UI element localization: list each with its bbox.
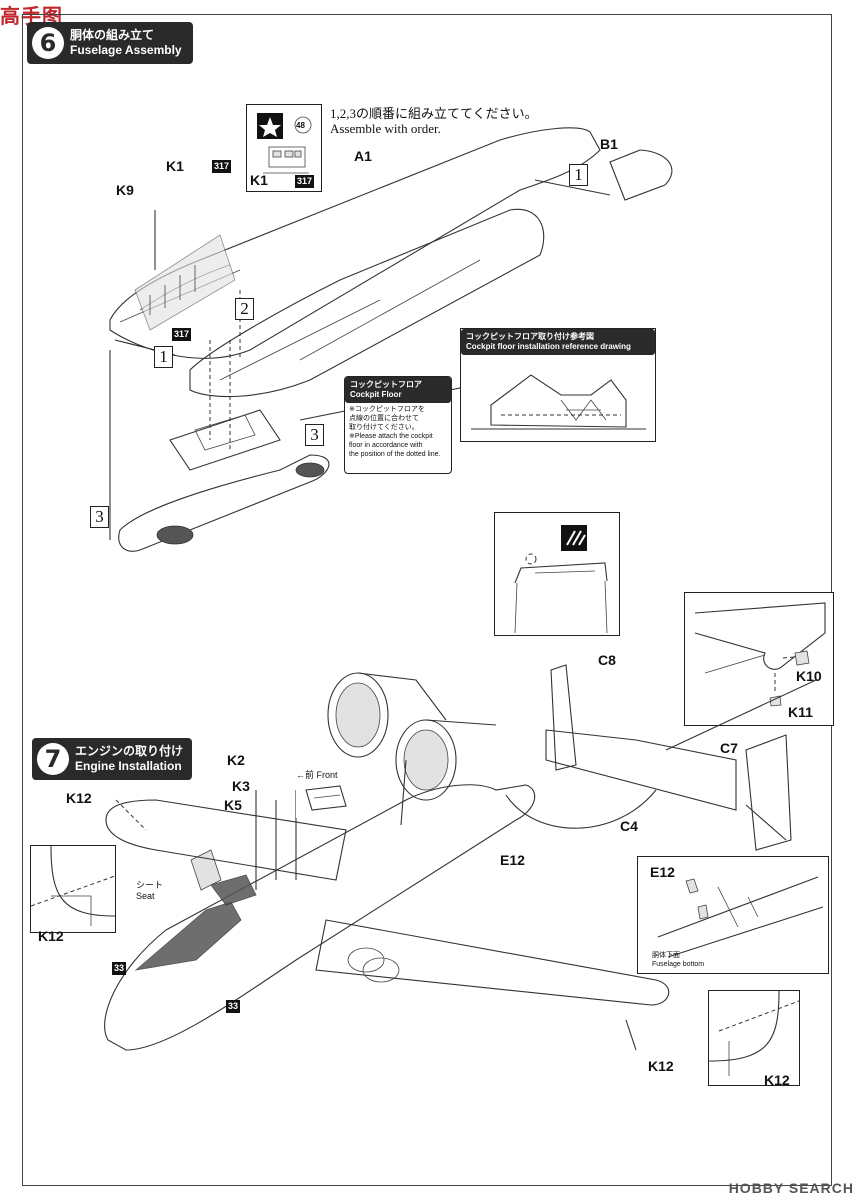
part-label-k12-bottom: K12 [648,1058,674,1074]
cockpit-floor-note-en-2: floor in accordance with [349,442,423,449]
part-label-c4: C4 [620,818,638,834]
front-label: ←前 Front [296,770,338,780]
front-part-drawing [305,785,347,811]
tail-detail-box [494,512,620,636]
decal-number: 48 [296,121,305,130]
cockpit-floor-header: コックピットフロア Cockpit Floor [345,377,451,403]
part-label-k12-top: K12 [66,790,92,806]
paint-badge-33-left: 33 [112,962,127,975]
decal-drawing [257,113,312,174]
fuselage-bottom-label: 胴体下面 Fuselage bottom [652,951,704,969]
step6-title-en: Fuselage Assembly [70,43,182,57]
seat-label: シート Seat [136,880,163,902]
cockpit-floor-note-jp-1: ※コックピットフロアを [349,406,425,413]
fuselage-bottom-jp: 胴体下面 [652,952,680,959]
step7-title-jp: エンジンの取り付け [75,744,184,758]
wingtip-detail-drawing [694,602,826,707]
engine-installation-drawing [104,664,816,1051]
paint-badge-317-fuselage: 317 [172,328,192,341]
k12-detail-left [30,845,116,933]
step7-title-en: Engine Installation [75,759,182,773]
cockpit-floor-note-jp-3: 取り付けてください。 [349,424,419,431]
cockpit-reference-title-en: Cockpit floor installation reference dra… [466,342,631,351]
paint-badge-317: 317 [295,175,315,188]
cockpit-reference-title-jp: コックピットフロア取り付け参考図 [466,332,594,341]
paint-badge-317-k1: 317 [212,160,232,173]
fuselage-bottom-detail: 胴体下面 Fuselage bottom [637,856,829,974]
order-mark-1-nose: 1 [154,346,173,368]
k12-detail-right [708,990,800,1086]
step6-note-jp: 1,2,3の順番に組み立ててください。 [330,106,538,121]
decal-reference-box: 48 317 [246,104,322,192]
step6-note-en: Assemble with order. [330,121,441,136]
cockpit-reference-callout: コックピットフロア取り付け参考図 Cockpit floor installat… [460,328,656,442]
order-mark-1-tail: 1 [569,164,588,186]
part-label-c7: C7 [720,740,738,756]
step6-title-jp: 胴体の組み立て [70,28,155,42]
part-label-e12-detail: E12 [650,864,675,880]
part-label-c8: C8 [598,652,616,668]
part-label-e12: E12 [500,852,525,868]
tail-detail-drawing [514,525,608,634]
part-label-k9: K9 [116,182,134,198]
cockpit-floor-note-en-3: the position of the dotted line. [349,451,441,458]
cockpit-floor-note-jp-2: 点線の位置に合わせて [349,415,419,422]
cockpit-floor-callout: コックピットフロア Cockpit Floor ※コックピットフロアを 点線の位… [344,376,452,474]
step6-number: 6 [32,27,64,59]
hobby-search-watermark: HOBBY SEARCH [728,1180,854,1196]
part-label-k11: K11 [788,704,813,720]
paint-badge-33-right: 33 [226,1000,241,1013]
order-mark-3-right: 3 [305,424,324,446]
wingtip-detail-box [684,592,834,726]
cockpit-reference-drawing [471,374,646,430]
fuselage-assembly-drawing [109,127,673,552]
step6-note: 1,2,3の順番に組み立ててください。 Assemble with order. [330,106,538,136]
part-label-k12-left: K12 [38,928,64,944]
k12-right-drawing [708,990,800,1076]
front-direction-inset: ←前 Front [296,770,352,818]
cockpit-floor-note-en-1: ※Please attach the cockpit [349,433,433,440]
order-mark-2: 2 [235,298,254,320]
step7-number: 7 [37,743,69,775]
part-label-k2: K2 [227,752,245,768]
part-label-k10: K10 [796,668,822,684]
part-label-a1: A1 [354,148,372,164]
cockpit-floor-title-jp: コックピットフロア [350,380,422,389]
cockpit-reference-header: コックピットフロア取り付け参考図 Cockpit floor installat… [461,329,655,355]
part-label-b1: B1 [600,136,618,152]
part-label-k1-side: K1 [250,172,268,188]
fuselage-bottom-drawing [657,876,824,958]
part-label-k12-right: K12 [764,1072,790,1088]
seat-label-en: Seat [136,891,155,901]
star-icon [259,117,281,137]
part-label-k5: K5 [224,797,242,813]
step7-header: 7 エンジンの取り付け Engine Installation [32,738,192,780]
part-label-k3: K3 [232,778,250,794]
cockpit-floor-title-en: Cockpit Floor [350,390,402,399]
seat-label-jp: シート [136,880,164,890]
k12-left-drawing [30,845,116,926]
step6-header: 6 胴体の組み立て Fuselage Assembly [27,22,193,64]
part-label-k1-top: K1 [166,158,184,174]
order-mark-3-left: 3 [90,506,109,528]
fuselage-bottom-en: Fuselage bottom [652,961,705,968]
